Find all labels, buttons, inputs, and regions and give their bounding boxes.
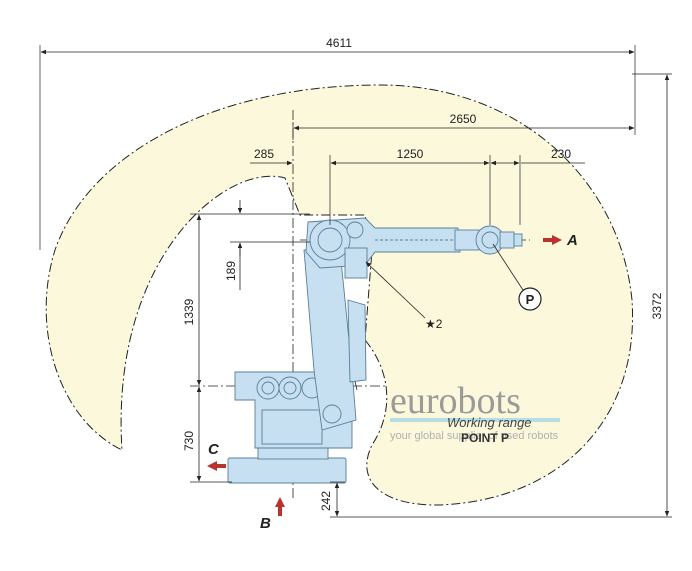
view-a-label: A	[566, 232, 578, 249]
point-p-label: P	[526, 292, 535, 307]
robot	[227, 217, 523, 484]
point-p-caption: POINT P	[461, 431, 509, 445]
dim-height: 3372	[650, 292, 664, 319]
extension-lines	[39, 45, 672, 518]
point-p-marker: P	[492, 243, 542, 311]
view-arrow-b: B	[260, 497, 285, 532]
dim-arm-offset: 189	[224, 261, 238, 281]
view-c-label: C	[208, 441, 220, 458]
view-arrow-a: A	[543, 232, 578, 249]
watermark-brand: eurobots	[390, 380, 521, 422]
watermark-underline	[390, 418, 560, 422]
working-envelope	[45, 84, 634, 506]
note-2-label: ★2	[425, 317, 443, 331]
dim-reach: 2650	[450, 112, 477, 126]
dim-wrist-offset: 230	[551, 147, 571, 161]
dimension-lines	[40, 49, 670, 517]
view-b-label: B	[260, 515, 271, 532]
dim-arm-length: 1250	[397, 147, 424, 161]
view-arrow-c: C	[207, 441, 226, 471]
dim-rear-offset: 285	[254, 147, 274, 161]
dim-total-width: 4611	[326, 36, 352, 50]
watermark: eurobots your global supplier of used ro…	[390, 380, 560, 442]
robot-wrist	[454, 229, 480, 251]
watermark-tagline: your global supplier of used robots	[390, 430, 559, 442]
dim-floor-offset: 242	[319, 491, 333, 511]
dim-upper-height: 1339	[182, 298, 196, 325]
dim-base-height: 730	[182, 431, 196, 451]
robot-base-plate	[227, 457, 347, 484]
working-range-label: Working range	[447, 415, 532, 430]
